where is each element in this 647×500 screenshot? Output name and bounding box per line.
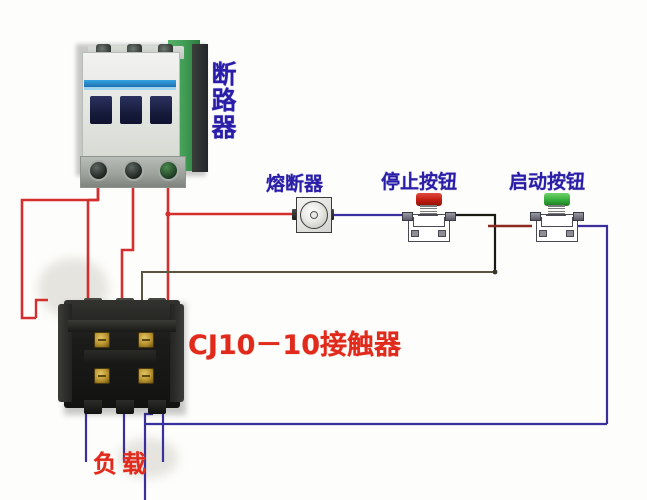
contactor-screw-top-left [94, 332, 110, 348]
stop-button[interactable] [402, 193, 456, 242]
stop-button-housing [408, 214, 450, 242]
start-button-terminal-right [573, 212, 584, 221]
stop-button-terminal-left [402, 212, 413, 221]
start-button-contact-bridge [546, 215, 566, 220]
contactor-label: CJ10－10接触器 [188, 330, 402, 361]
junction-dot-coil [492, 269, 498, 275]
contactor-screw-bottom-left [94, 368, 110, 384]
start-button-terminal-left [530, 212, 541, 221]
wire-start-button-to-bottom-bus [578, 224, 609, 424]
fuse-label: 熔断器 [266, 173, 324, 195]
start-button-housing [536, 214, 578, 242]
circuit-breaker[interactable] [72, 38, 208, 188]
start-button-screw-bl [539, 230, 547, 237]
start-button[interactable] [530, 193, 584, 242]
breaker-label-char-2: 路 [211, 86, 237, 116]
contactor-screw-top-right [138, 332, 154, 348]
background-smudge [118, 438, 178, 478]
contactor-mid-plate [84, 350, 156, 366]
contactor-foot [84, 400, 102, 414]
breaker-toggle-pole3[interactable] [150, 96, 172, 124]
stop-button-contact-frame [413, 217, 445, 227]
wire-breaker-l2-to-contactor [120, 178, 135, 302]
load-label: 负载 [93, 450, 151, 478]
start-button-cap[interactable] [544, 193, 570, 206]
stop-button-cap[interactable] [416, 193, 442, 206]
fuse-center-dot [310, 211, 318, 219]
contactor-foot [148, 400, 166, 414]
contactor-right-wing [170, 304, 184, 402]
breaker-label-char-1: 断 [211, 60, 237, 89]
contactor[interactable] [58, 296, 186, 418]
stop-button-screw-br [438, 230, 446, 237]
contactor-screw-bottom-right [138, 368, 154, 384]
breaker-label: 断 路 器 [207, 60, 241, 142]
fuse[interactable] [292, 196, 334, 234]
stop-button-label: 停止按钮 [381, 171, 458, 193]
breaker-blue-stripe-highlight [84, 87, 176, 90]
breaker-bottom-terminal-l3 [160, 162, 177, 179]
start-button-contact-frame [541, 217, 573, 227]
breaker-bottom-terminal-l1 [90, 162, 107, 179]
wire-stop-to-junction [452, 213, 497, 228]
breaker-toggle-pole1[interactable] [90, 96, 112, 124]
junction-dot-l3-fuse [165, 211, 171, 217]
stop-button-contact-bridge [418, 215, 438, 220]
wire-contactor-coil-holding [141, 271, 495, 310]
start-button-label: 启动按钮 [509, 171, 586, 193]
wire-breaker-l1-to-contactor-tail [20, 300, 36, 320]
breaker-bottom-terminal-l2 [125, 162, 142, 179]
breaker-blue-stripe [84, 80, 176, 87]
contactor-foot [116, 400, 134, 414]
breaker-label-char-3: 器 [211, 112, 237, 142]
start-button-screw-br [566, 230, 574, 237]
breaker-toggle-pole2[interactable] [120, 96, 142, 124]
breaker-dark-side [192, 44, 208, 172]
contactor-left-wing [58, 304, 72, 402]
stop-button-screw-bl [411, 230, 419, 237]
contactor-upper-band [68, 320, 176, 332]
stop-button-terminal-right [445, 212, 456, 221]
